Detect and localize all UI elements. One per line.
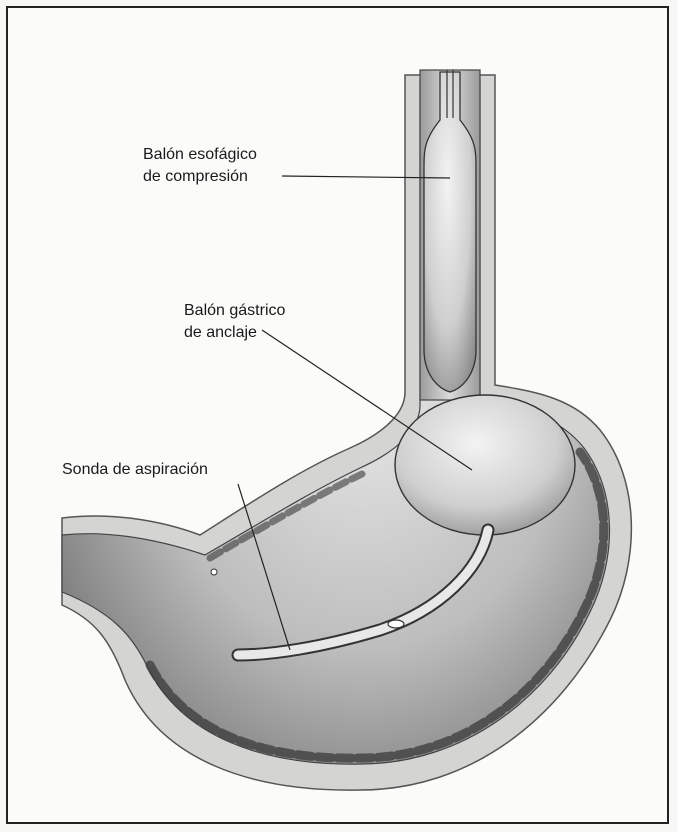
label-esophageal-balloon-line1: Balón esofágico bbox=[143, 146, 257, 163]
label-suction-tube: Sonda de aspiración bbox=[62, 461, 208, 478]
label-gastric-balloon-line1: Balón gástrico bbox=[184, 302, 285, 319]
gastric-balloon bbox=[395, 395, 575, 535]
suction-tube-hole bbox=[388, 620, 404, 628]
label-gastric-balloon-line2: de anclaje bbox=[184, 324, 257, 341]
label-esophageal-balloon-line2: de compresión bbox=[143, 168, 248, 185]
